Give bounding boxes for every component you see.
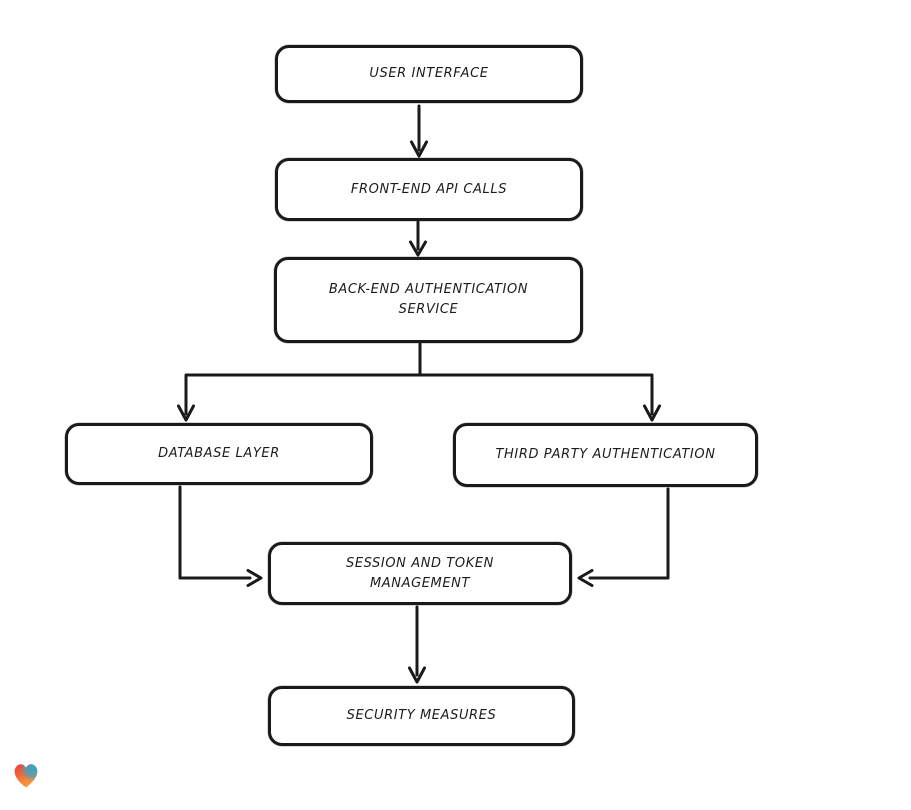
node-label: BACK-END AUTHENTICATION SERVICE	[328, 282, 529, 317]
heart-icon	[14, 764, 38, 788]
node-user-interface: USER INTERFACE	[275, 45, 583, 103]
edge-back-end-authentication-service-to-database-layer	[177, 342, 654, 422]
heart-logo[interactable]	[10, 759, 42, 791]
node-label: SECURITY MEASURES	[346, 708, 497, 723]
edge-session-and-token-management-to-security-measures	[408, 605, 426, 684]
node-label: USER INTERFACE	[369, 66, 489, 81]
node-label: SESSION AND TOKEN MANAGEMENT	[345, 555, 495, 591]
node-label: DATABASE LAYER	[158, 446, 280, 461]
edge-back-end-authentication-service-to-third-party-authentication	[643, 404, 661, 422]
edge-front-end-api-calls-to-back-end-authentication-service	[409, 220, 427, 257]
node-front-end-api-calls: FRONT-END API CALLS	[275, 158, 583, 221]
node-security-measures: SECURITY MEASURES	[268, 686, 575, 746]
edge-third-party-authentication-to-session-and-token-management	[577, 487, 670, 587]
node-database-layer: DATABASE LAYER	[65, 423, 373, 485]
node-label: FRONT-END API CALLS	[350, 181, 508, 197]
node-session-and-token-management: SESSION AND TOKEN MANAGEMENT	[268, 542, 572, 605]
node-third-party-authentication: THIRD PARTY AUTHENTICATION	[453, 423, 758, 487]
edge-user-interface-to-front-end-api-calls	[410, 104, 428, 158]
node-back-end-authentication-service: BACK-END AUTHENTICATION SERVICE	[274, 257, 583, 343]
edge-database-layer-to-session-and-token-management	[178, 485, 263, 587]
node-label: THIRD PARTY AUTHENTICATION	[495, 447, 716, 462]
